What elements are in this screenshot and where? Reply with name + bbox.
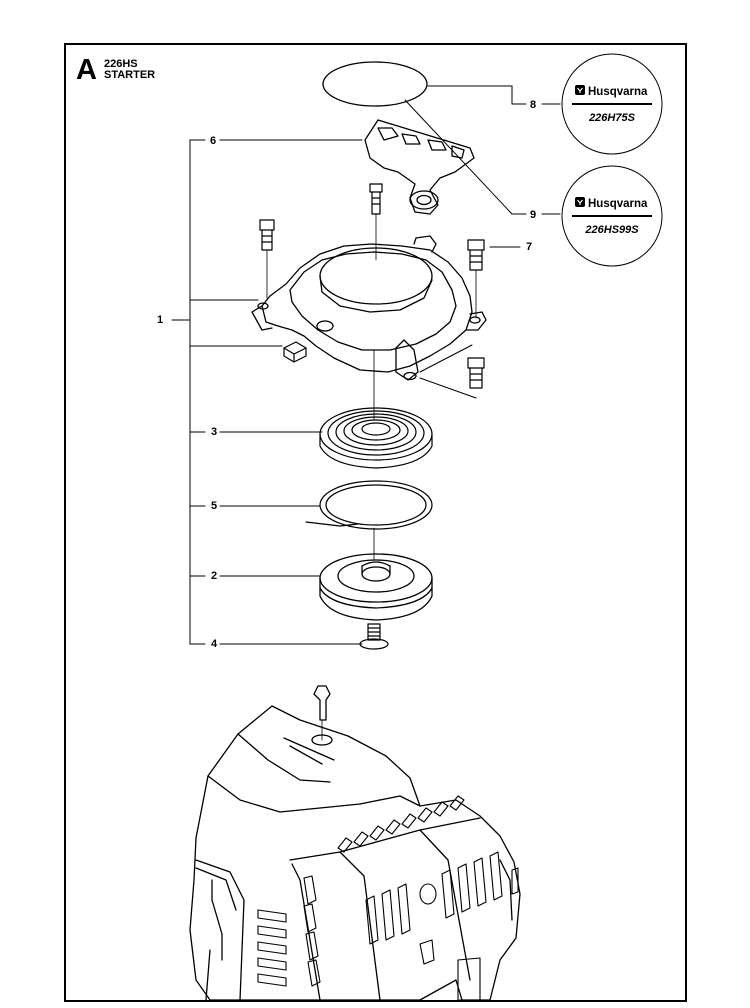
square-nut [283,341,307,363]
decal-model: 226HS99S [584,224,639,236]
husqvarna-crown-logo [575,197,585,207]
callout-7: 7 [526,241,533,253]
callout-9: 9 [530,209,537,221]
section-title: 226HS STARTER [104,59,155,81]
callout-4: 4 [211,638,218,650]
callout-2: 2 [211,570,218,582]
center-screw [359,623,389,650]
screw-right-lower [467,357,485,389]
callout-3: 3 [211,426,218,438]
section-letter: A [76,54,97,86]
decal-model: 226H75S [588,112,636,124]
starter-handle [364,119,475,215]
starter-rope-coil [305,480,433,561]
callout-5: 5 [211,500,218,512]
callout-6: 6 [210,135,217,147]
decal-brand: Husqvarna [588,198,648,210]
rope-pulley [319,553,433,621]
decal-226hs99s: Husqvarna 226HS99S [561,165,663,267]
callout-8: 8 [530,99,537,111]
cover-vent-slots [257,795,519,1001]
husqvarna-crown-logo [575,85,585,95]
callout-1: 1 [157,314,164,326]
screw-right-upper [467,239,485,319]
diagram-frame [64,43,687,1002]
engine-cover [189,685,521,1001]
section-title-model: 226HS [104,58,138,70]
recoil-spring [319,407,433,469]
decal-brand: Husqvarna [588,86,648,98]
section-title-name: STARTER [104,69,156,81]
starter-housing [251,235,487,421]
screw-left [259,219,275,299]
round-decal-blank [322,61,428,107]
decal-226h75s: Husqvarna 226H75S [561,53,663,155]
